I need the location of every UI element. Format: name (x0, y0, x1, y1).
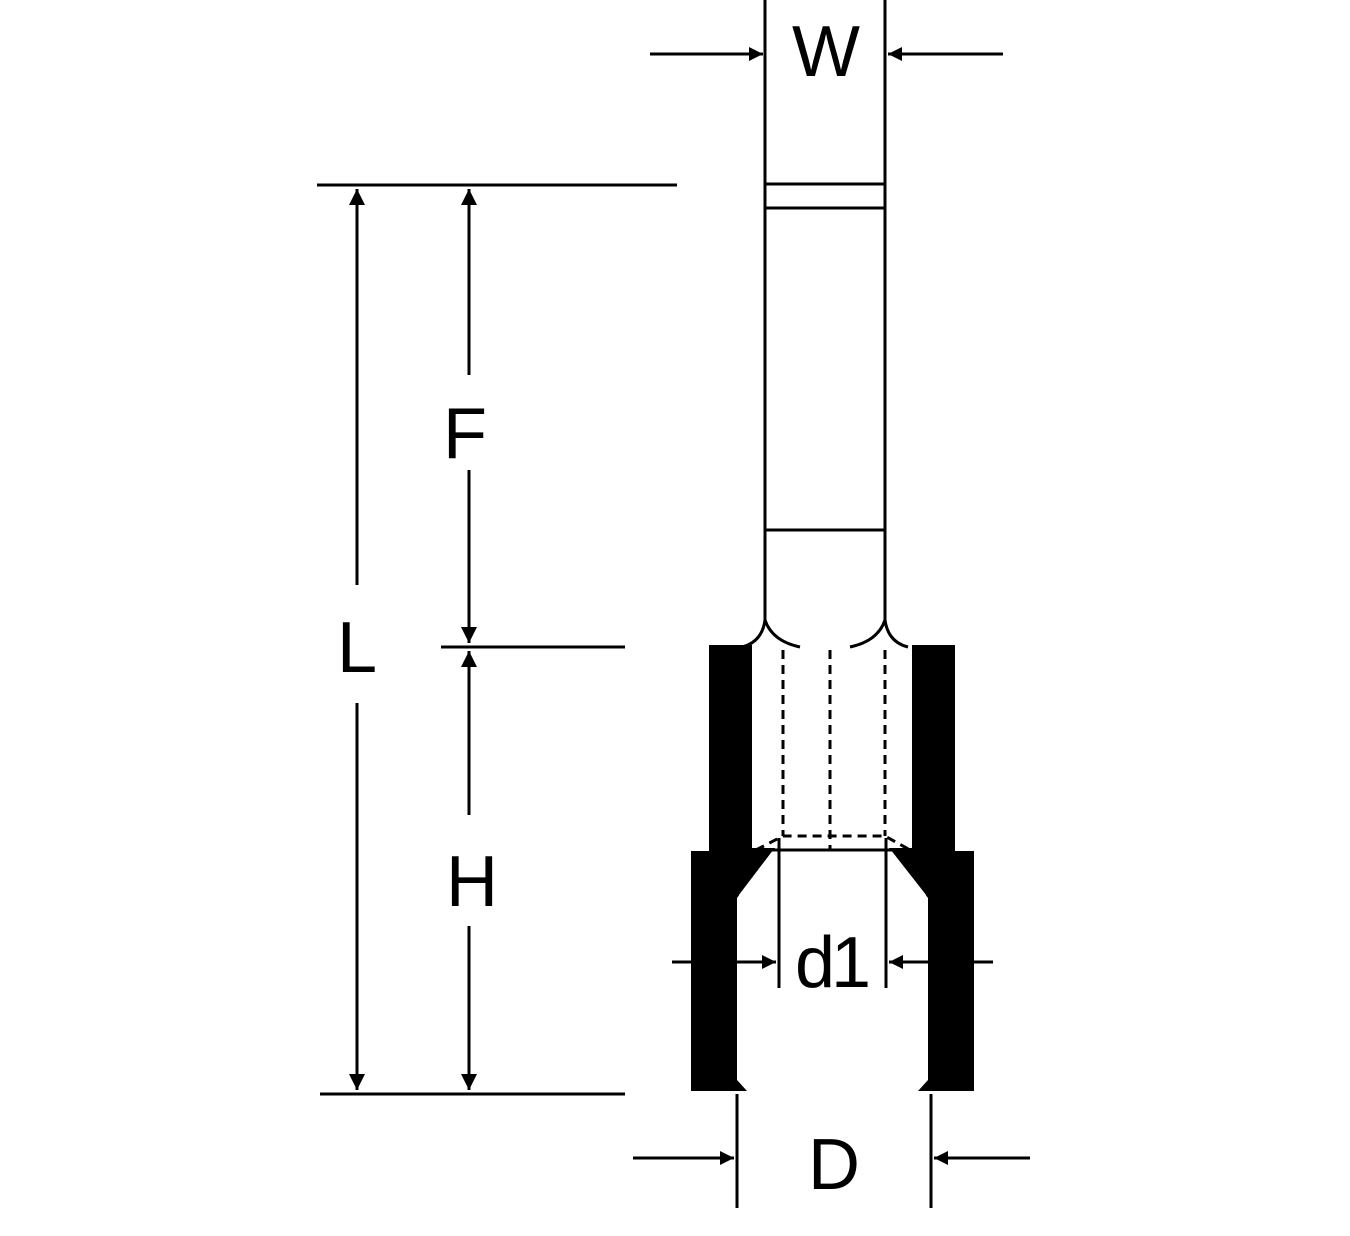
dimension-d1 (672, 838, 993, 988)
label-h: H (446, 842, 498, 922)
insulation-sleeve (691, 645, 974, 1091)
label-w: W (792, 12, 860, 92)
label-f: F (443, 394, 487, 474)
label-d1: d1 (795, 923, 871, 1003)
sleeve-inner-edges (738, 849, 927, 897)
hidden-barrel (755, 650, 916, 852)
label-l: L (337, 608, 377, 688)
dimension-d (633, 1094, 1030, 1208)
pin-body (741, 0, 909, 649)
extension-lines (317, 183, 677, 1096)
label-d: D (808, 1125, 860, 1205)
